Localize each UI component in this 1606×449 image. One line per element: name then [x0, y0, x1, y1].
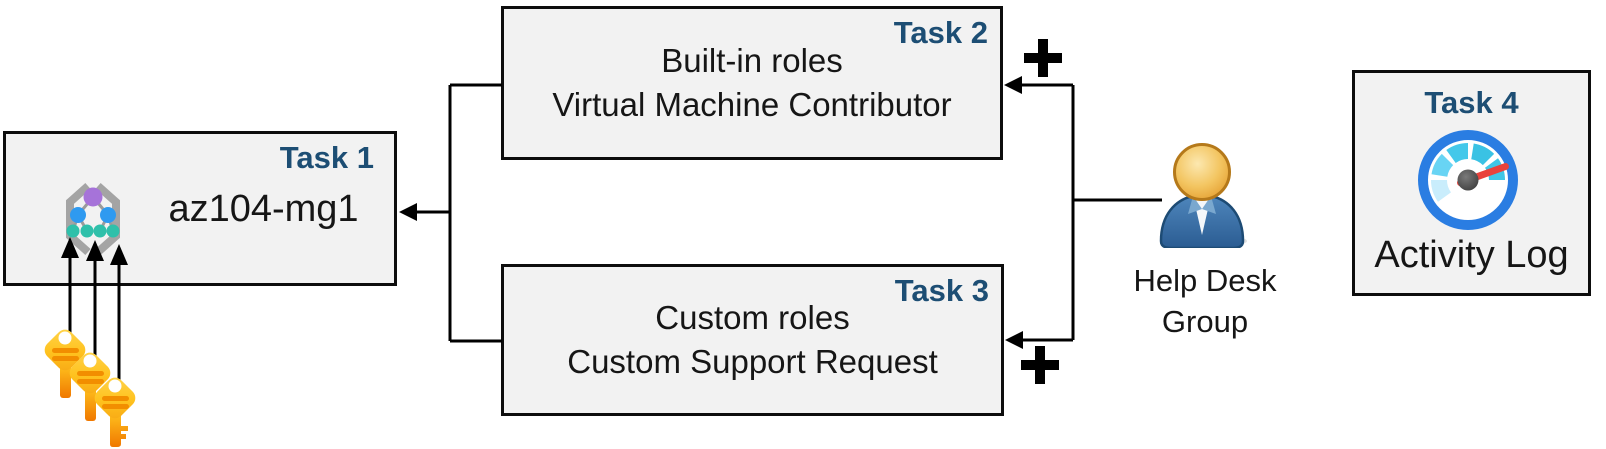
- node-leaf-4: [106, 224, 120, 238]
- task3-box: Task 3 Custom roles Custom Support Reque…: [501, 264, 1004, 416]
- person-head: [1173, 143, 1231, 201]
- task1-box: Task 1 az104-mg1: [3, 131, 397, 286]
- task3-label: Task 3: [894, 273, 989, 308]
- task2-line1: Built-in roles: [661, 42, 843, 79]
- plus-icon: [1024, 39, 1062, 77]
- arrowhead-task2: [1004, 76, 1022, 94]
- task3-line2: Custom Support Request: [567, 343, 938, 380]
- task1-label: Task 1: [279, 140, 374, 175]
- key-icon-2: [69, 352, 111, 421]
- key-icon-1: [44, 329, 86, 398]
- help-desk-label-line2: Group: [1161, 304, 1249, 339]
- key-icon-3: [94, 377, 136, 447]
- activity-log-caption: Activity Log: [1374, 234, 1569, 276]
- person-lapel-right: [1202, 196, 1216, 214]
- task3-line1: Custom roles: [655, 299, 850, 336]
- plus-icon: [1021, 346, 1059, 384]
- gauge-segment-1: [1430, 179, 1452, 202]
- arrowhead-task1: [399, 203, 417, 221]
- node-leaf-1: [66, 224, 80, 238]
- help-desk-group-label: Help Desk Group: [1105, 260, 1305, 342]
- bracket-right: [95, 183, 120, 255]
- node-child-right: [100, 207, 116, 223]
- task3-text: Custom roles Custom Support Request: [504, 267, 1001, 413]
- task4-box: Task 4 Activity Log: [1352, 70, 1591, 296]
- task2-box: Task 2 Built-in roles Virtual Machine Co…: [501, 6, 1003, 160]
- task2-line2: Virtual Machine Contributor: [552, 86, 952, 123]
- management-group-name: az104-mg1: [168, 188, 359, 230]
- bracket-left: [66, 183, 91, 255]
- management-group-icon: [66, 183, 120, 255]
- gauge-hub: [1457, 169, 1479, 191]
- node-leaf-2: [80, 224, 94, 238]
- gauge-segment-4: [1470, 143, 1495, 166]
- task2-label: Task 2: [893, 15, 988, 50]
- gauge-segment-3: [1446, 143, 1469, 164]
- help-desk-label-line1: Help Desk: [1133, 263, 1277, 298]
- node-leaf-3: [93, 224, 107, 238]
- node-child-left: [70, 207, 86, 223]
- help-desk-user-icon: [1159, 143, 1247, 248]
- activity-log-gauge-icon: [1418, 130, 1518, 230]
- task2-text: Built-in roles Virtual Machine Contribut…: [504, 9, 1000, 157]
- task4-label: Task 4: [1424, 85, 1519, 120]
- gauge-segment-2: [1431, 153, 1454, 178]
- keys-icon: [44, 329, 136, 447]
- node-root: [83, 187, 103, 207]
- person-lapel-left: [1188, 196, 1202, 214]
